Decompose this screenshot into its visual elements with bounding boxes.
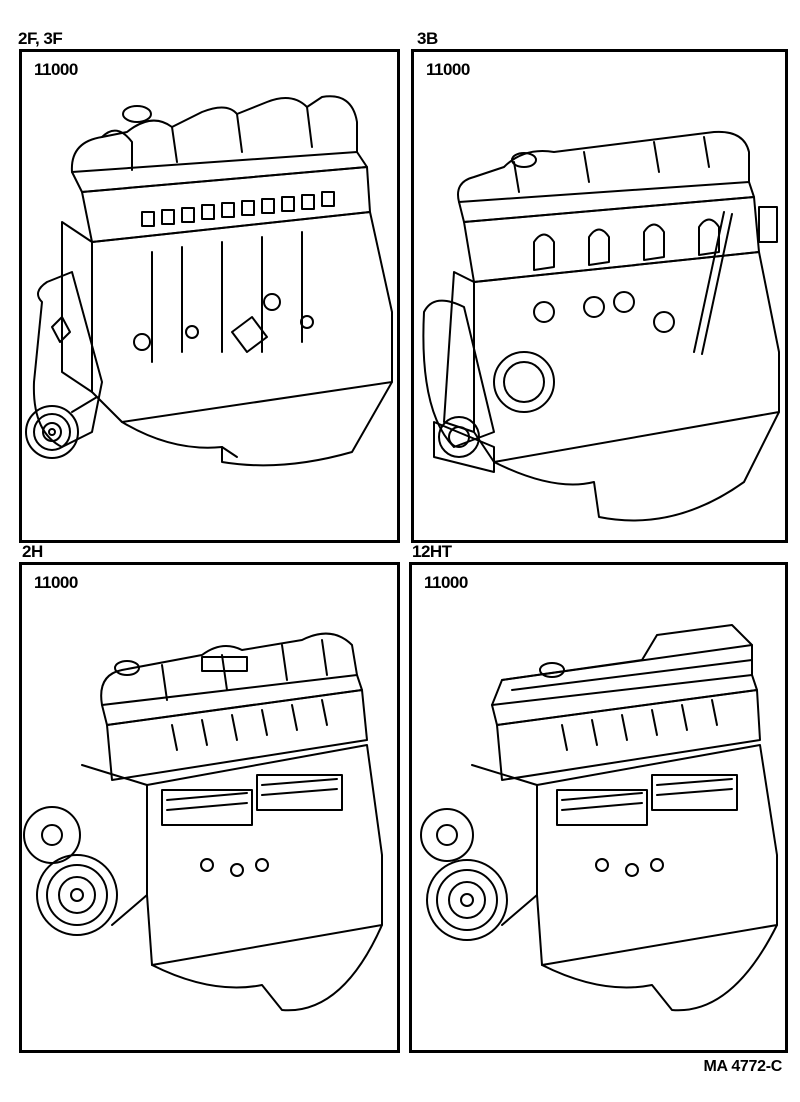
part-number: 11000	[426, 60, 470, 79]
part-number: 11000	[424, 573, 468, 592]
engine-label-3b: 3B	[417, 29, 438, 48]
engine-label-2f-3f: 2F, 3F	[18, 29, 63, 48]
engine-illustration-icon	[23, 632, 383, 1012]
panel-12ht: 11000	[409, 562, 788, 1053]
panel-3b: 11000	[411, 49, 788, 543]
part-number: 11000	[34, 573, 78, 592]
engine-label-12ht: 12HT	[412, 542, 452, 561]
engine-label-2h: 2H	[22, 542, 43, 561]
engine-illustration-icon	[422, 130, 780, 522]
panel-2h: 11000	[19, 562, 400, 1053]
illustration-code: MA 4772-C	[703, 1058, 782, 1075]
part-number: 11000	[34, 60, 78, 79]
engine-illustration-icon	[25, 95, 393, 467]
engine-illustration-icon	[420, 624, 778, 1012]
panel-2f-3f: 11000	[19, 49, 400, 543]
